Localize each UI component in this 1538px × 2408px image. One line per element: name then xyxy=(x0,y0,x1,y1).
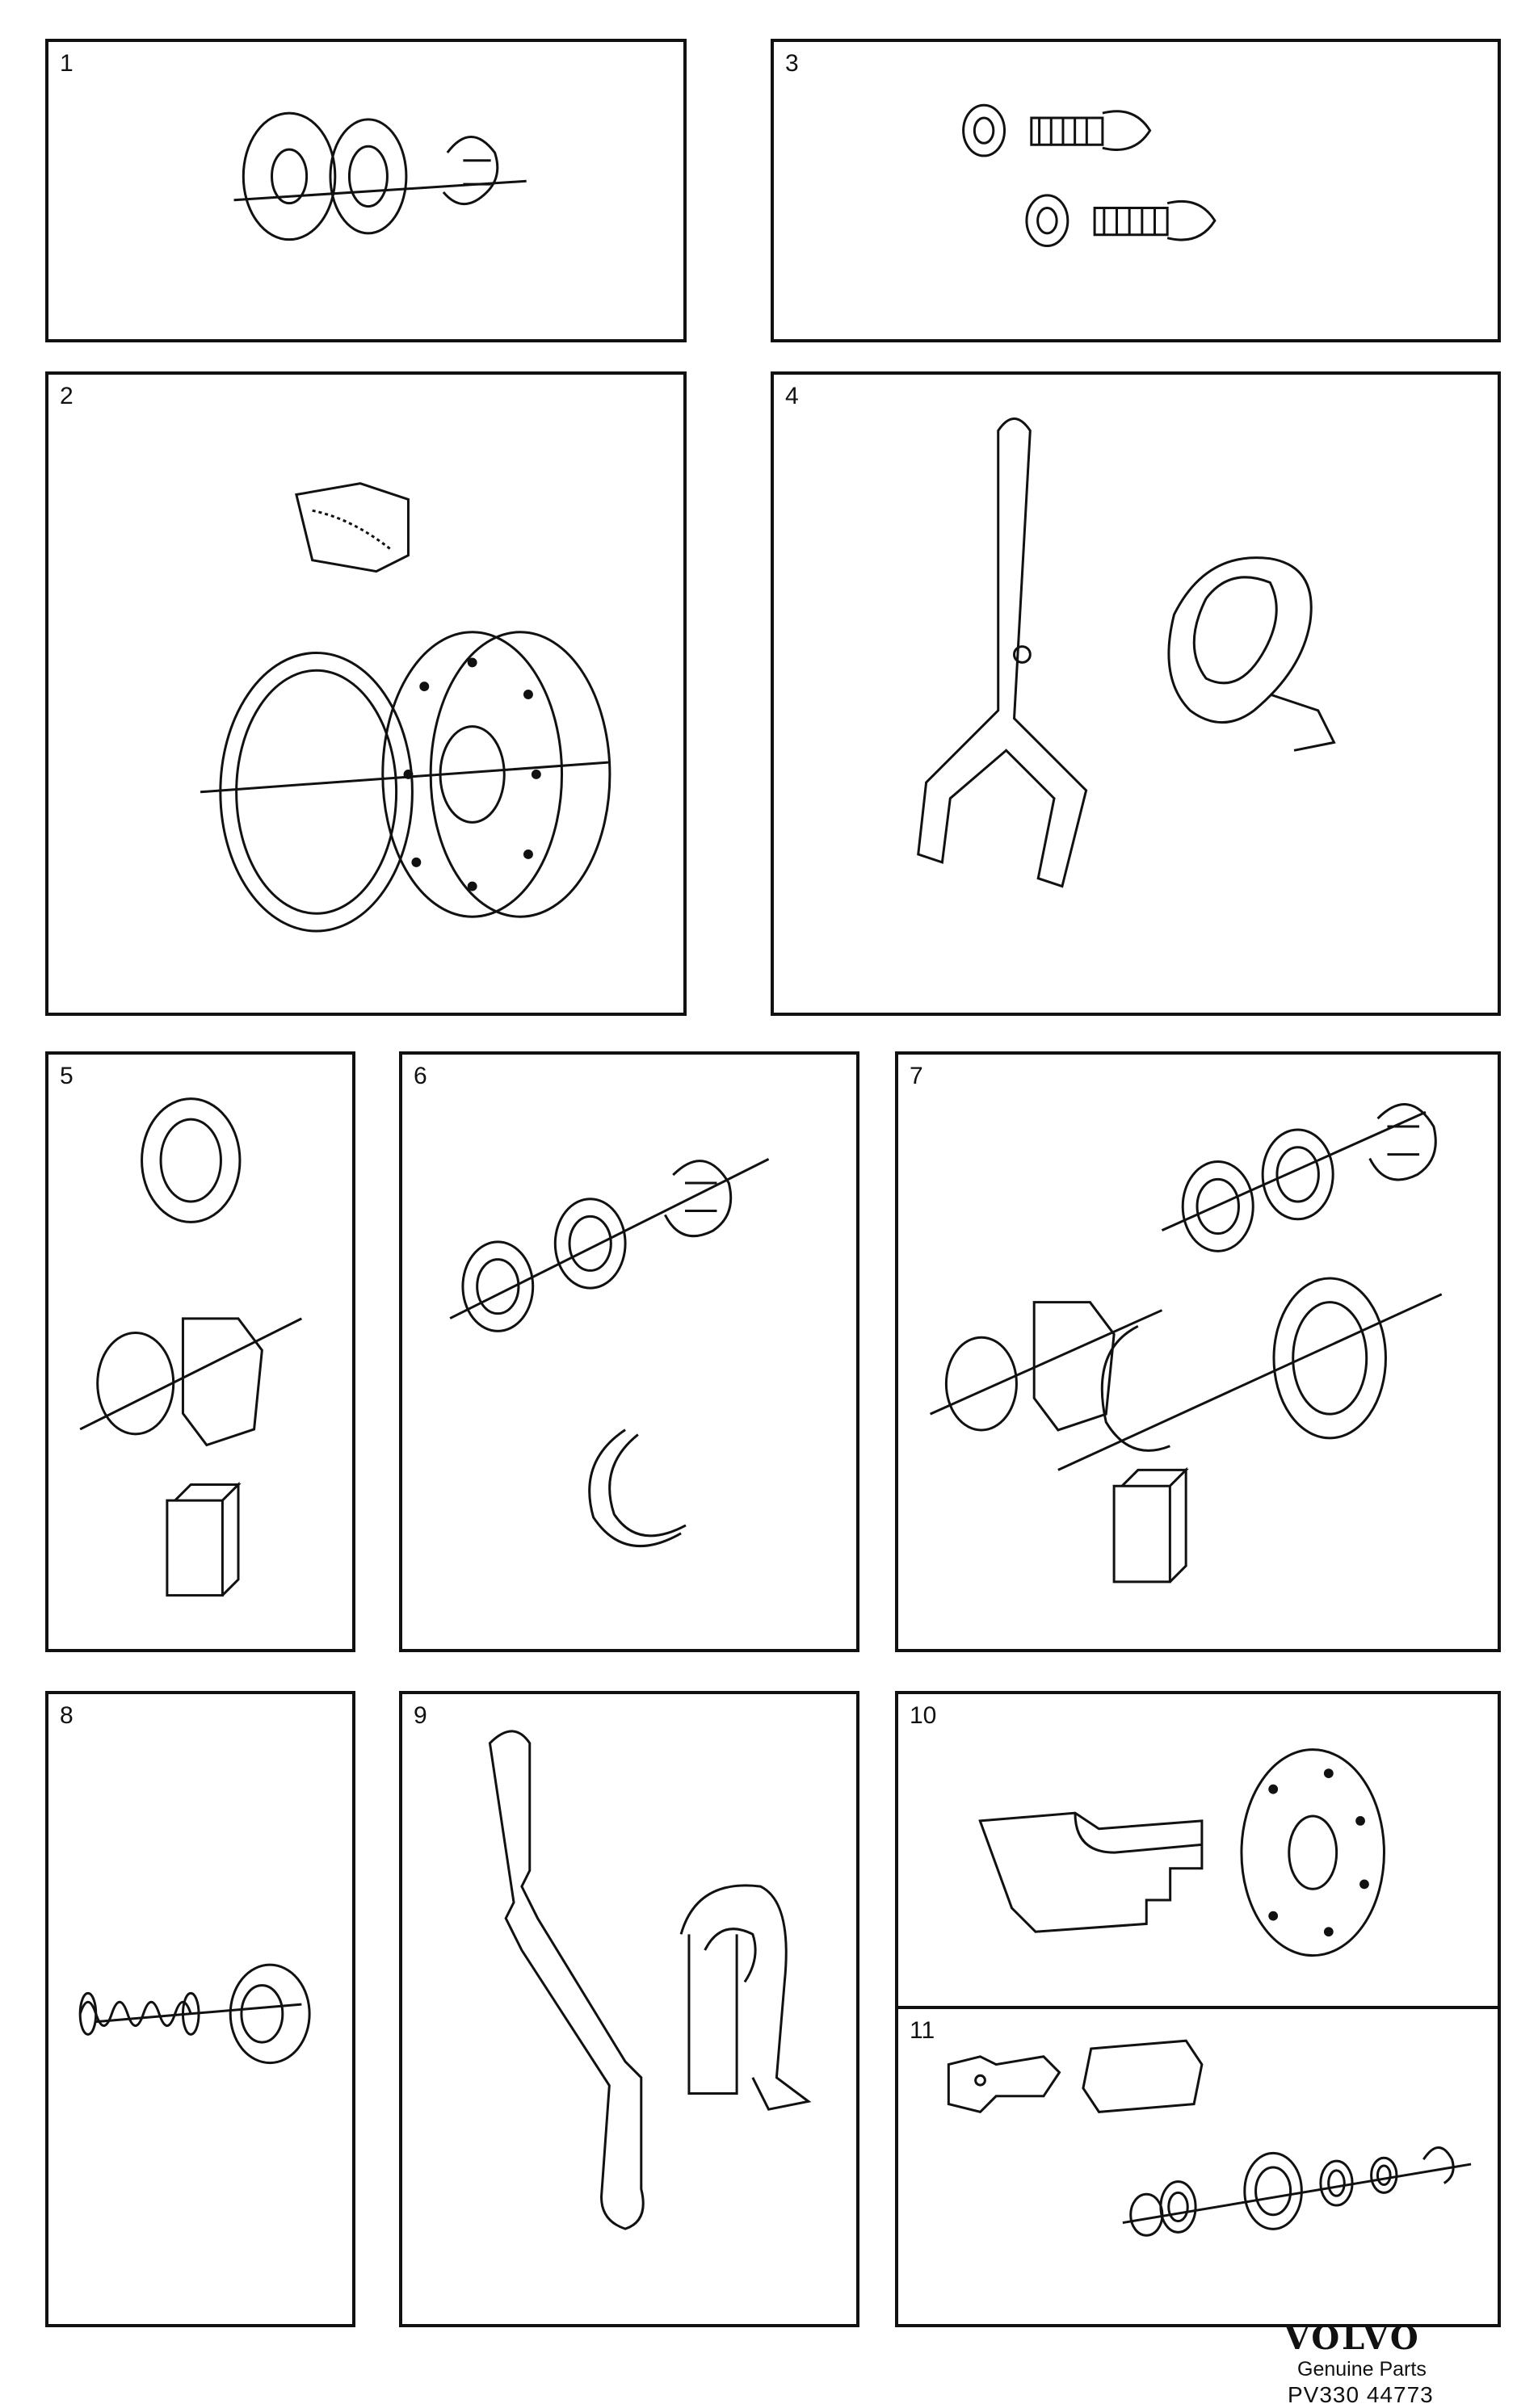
brush-kit-full-illustration xyxy=(898,1055,1498,1649)
panel-9: 9 xyxy=(399,1691,859,2327)
seal-flange-illustration xyxy=(48,375,683,1013)
panel-7: 7 xyxy=(895,1051,1501,1652)
lever-spring-illustration xyxy=(402,1694,856,2324)
brush-kit-illustration xyxy=(48,1055,352,1649)
screw-washer-illustration xyxy=(774,42,1498,339)
panel-11: 11 xyxy=(895,2006,1501,2327)
fork-lever-spring-illustration xyxy=(774,375,1498,1013)
washer-clip-illustration xyxy=(48,42,683,339)
tagline: Genuine Parts xyxy=(1297,2358,1427,2381)
panel-5: 5 xyxy=(45,1051,355,1652)
panel-number: 9 xyxy=(414,1702,427,1729)
panel-4: 4 xyxy=(771,371,1501,1016)
panel-number: 2 xyxy=(60,383,74,409)
washer-ring-illustration xyxy=(402,1055,856,1649)
panel-number: 1 xyxy=(60,50,74,77)
brush-holder-plate-illustration xyxy=(898,1694,1498,2024)
panel-8: 8 xyxy=(45,1691,355,2327)
panel-number: 10 xyxy=(910,1702,937,1729)
panel-number: 8 xyxy=(60,1702,74,1729)
panel-number: 5 xyxy=(60,1063,74,1089)
panel-3: 3 xyxy=(771,39,1501,342)
connector-washers-illustration xyxy=(898,2009,1498,2324)
panel-2: 2 xyxy=(45,371,687,1016)
spring-cap-illustration xyxy=(48,1694,352,2324)
panel-number: 11 xyxy=(910,2017,935,2044)
panel-6: 6 xyxy=(399,1051,859,1652)
panel-1: 1 xyxy=(45,39,687,342)
volvo-logo: VOLVO xyxy=(1284,2319,1421,2357)
panel-number: 6 xyxy=(414,1063,427,1089)
panel-10: 10 xyxy=(895,1691,1501,2027)
panel-number: 4 xyxy=(785,383,799,409)
reference-number: PV330 44773 xyxy=(1288,2382,1434,2407)
panel-number: 3 xyxy=(785,50,799,77)
panel-number: 7 xyxy=(910,1063,923,1089)
